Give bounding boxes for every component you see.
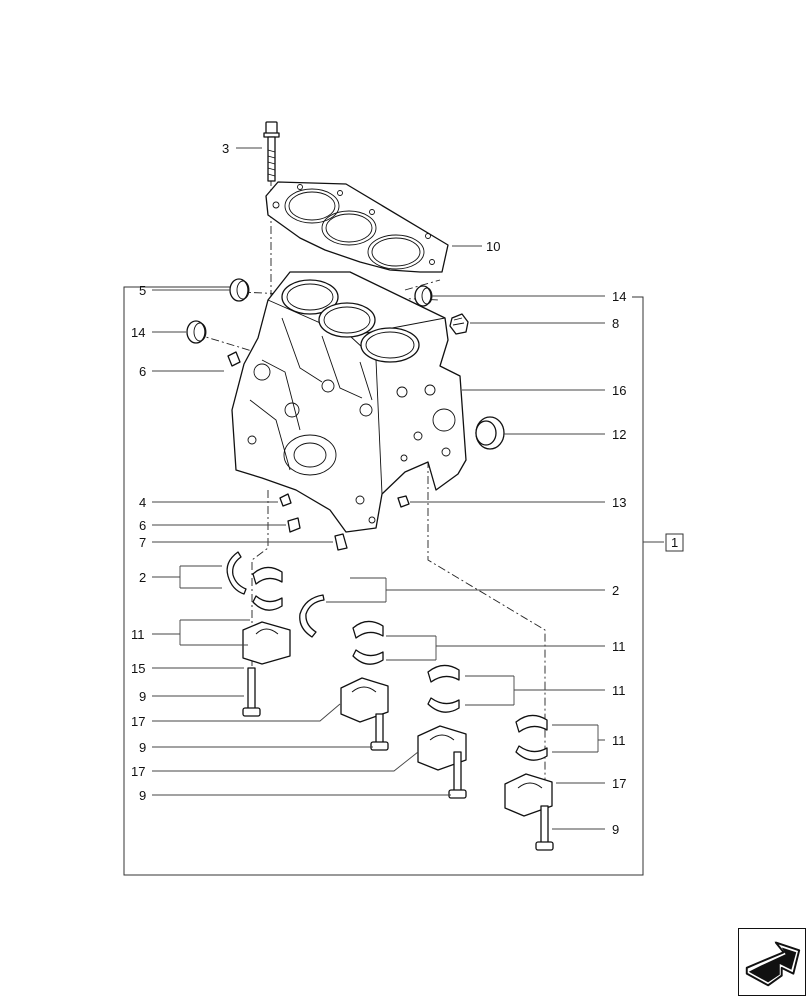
callout-17-second: 17 — [131, 764, 145, 779]
callout-9-right: 9 — [612, 822, 619, 837]
small-plugs — [227, 351, 410, 551]
callout-17-right: 17 — [612, 776, 626, 791]
leader-lines — [152, 147, 664, 830]
callout-11-right-1: 11 — [612, 639, 626, 654]
callout-2-left: 2 — [139, 570, 146, 585]
callout-16: 16 — [612, 383, 626, 398]
head-gasket — [265, 181, 449, 273]
thrust-washers — [226, 551, 325, 638]
callout-7: 7 — [139, 535, 146, 550]
group-callout-box — [665, 533, 684, 552]
bearing-caps — [242, 621, 553, 817]
expansion-plugs — [186, 278, 433, 344]
callout-8: 8 — [612, 316, 619, 331]
bearing-shells — [252, 566, 548, 761]
callout-9-first: 9 — [139, 689, 146, 704]
callout-11-right-3: 11 — [612, 733, 626, 748]
head-bolt — [263, 121, 280, 182]
callout-labels: 3 10 5 14 14 8 6 16 12 4 13 6 7 1 2 2 11… — [131, 141, 678, 837]
callout-11-right-2: 11 — [612, 683, 626, 698]
oil-seal — [475, 416, 505, 450]
next-page-arrow-icon — [745, 941, 801, 987]
callout-17-first: 17 — [131, 714, 145, 729]
next-page-button[interactable] — [738, 928, 806, 996]
callout-5: 5 — [139, 283, 146, 298]
callout-15: 15 — [131, 661, 145, 676]
bearing-cap-bolts — [242, 667, 554, 851]
callout-6-upper: 6 — [139, 364, 146, 379]
callout-14-right: 14 — [612, 289, 626, 304]
callout-4: 4 — [139, 495, 146, 510]
callout-6-lower: 6 — [139, 518, 146, 533]
callout-12: 12 — [612, 427, 626, 442]
callout-13: 13 — [612, 495, 626, 510]
threaded-plug — [449, 313, 469, 335]
callout-9-third: 9 — [139, 788, 146, 803]
group-frame — [123, 286, 644, 876]
callout-9-second: 9 — [139, 740, 146, 755]
callout-11-left: 11 — [131, 627, 145, 642]
callout-3: 3 — [222, 141, 229, 156]
cylinder-block — [231, 271, 467, 533]
callout-2-right: 2 — [612, 583, 619, 598]
callout-1: 1 — [671, 535, 678, 550]
callout-10: 10 — [486, 239, 500, 254]
callout-14-left: 14 — [131, 325, 145, 340]
